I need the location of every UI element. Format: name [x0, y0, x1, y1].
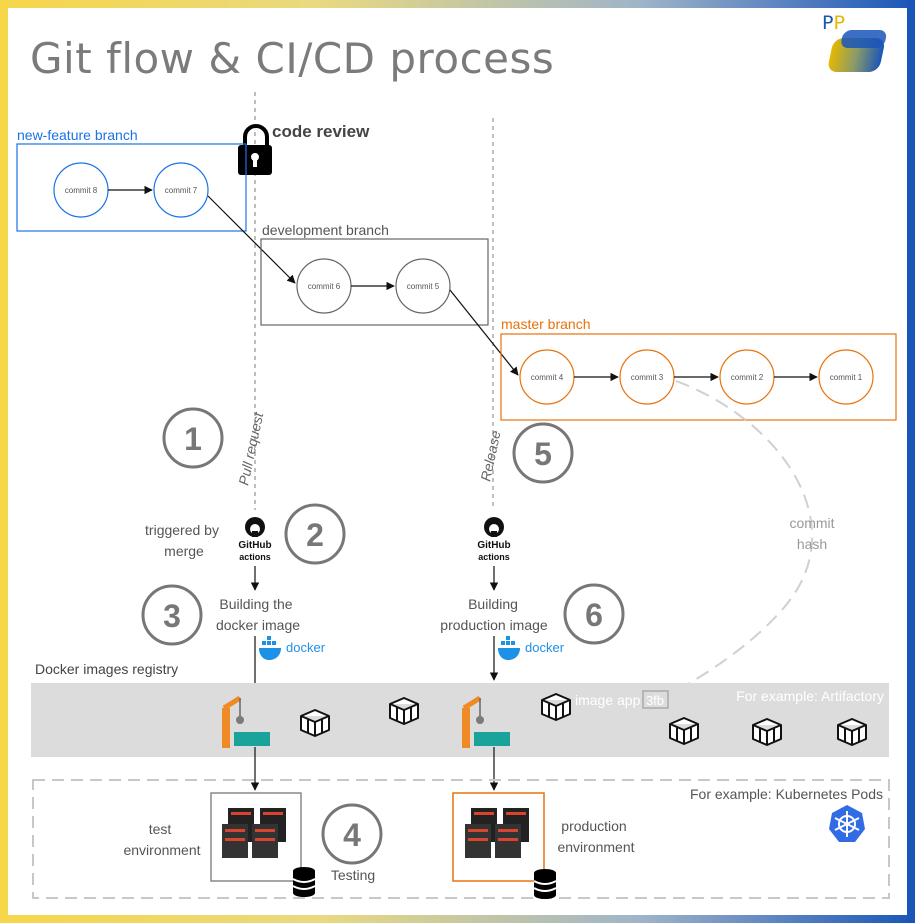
svg-text:1: 1 — [184, 421, 202, 457]
svg-text:3: 3 — [163, 598, 181, 634]
step-3-badge: 3 — [141, 584, 203, 646]
registry-band — [31, 683, 889, 757]
registry-label: Docker images registry — [35, 661, 178, 677]
image-app-label: image app — [575, 692, 641, 708]
svg-text:actions: actions — [478, 552, 510, 562]
image-hash-box — [642, 690, 669, 709]
testing-label: Testing — [331, 867, 375, 883]
svg-text:docker: docker — [286, 640, 326, 655]
commit-label: commit 4 — [531, 373, 564, 382]
github-actions-icon: GitHub actions — [238, 517, 272, 562]
build-prod-label: Building — [468, 596, 518, 612]
commit-hash-label: commit — [789, 515, 834, 531]
server-rack-icon — [222, 808, 286, 858]
crane-icon — [462, 695, 510, 748]
development-branch-label: development branch — [262, 222, 389, 238]
docker-logo-icon: docker — [498, 636, 565, 660]
prod-env-label: production — [561, 818, 626, 834]
commit-label: commit 8 — [65, 186, 98, 195]
commit-hash-label: hash — [797, 536, 827, 552]
step-2-badge: 2 — [284, 503, 346, 565]
commit-node — [153, 162, 209, 218]
logo-letter-1: P — [822, 12, 834, 34]
commit-label: commit 1 — [830, 373, 863, 382]
container-icon — [752, 718, 782, 746]
svg-text:GitHub: GitHub — [477, 540, 510, 551]
docker-logo-icon: docker — [259, 636, 326, 660]
master-branch-box — [500, 333, 897, 421]
logo-text: PP — [822, 12, 845, 34]
feature-branch-label: new-feature branch — [17, 127, 138, 143]
step-4-badge: 4 — [321, 803, 383, 865]
frame-top-border — [0, 0, 915, 8]
test-env-label: test — [149, 821, 172, 837]
kubernetes-icon — [829, 805, 865, 842]
prod-env-label: environment — [557, 839, 634, 855]
code-review-label: code review — [272, 122, 370, 141]
svg-text:4: 4 — [343, 817, 361, 853]
svg-text:6: 6 — [585, 597, 603, 633]
kubernetes-area — [32, 779, 890, 899]
commit-label: commit 3 — [631, 373, 664, 382]
database-icon — [292, 867, 316, 897]
logo-letter-2: P — [833, 12, 845, 34]
svg-text:2: 2 — [306, 517, 324, 553]
commit-node — [818, 349, 874, 405]
container-icon — [837, 718, 867, 746]
frame-left-border — [0, 0, 8, 923]
artifactory-label: For example: Artifactory — [736, 688, 884, 704]
server-rack-icon — [465, 808, 529, 858]
merge-arrow — [207, 195, 296, 284]
master-branch-label: master branch — [501, 316, 590, 332]
triggered-label: merge — [164, 543, 204, 559]
pull-request-label: Pull request — [235, 410, 266, 487]
container-icon — [389, 697, 419, 725]
commit-label: commit 7 — [165, 186, 198, 195]
commit-label: commit 2 — [731, 373, 764, 382]
development-branch-box — [260, 238, 489, 326]
step-1-badge: 1 — [162, 407, 224, 469]
frame-bottom-border — [0, 915, 915, 923]
commit-label: commit 5 — [407, 282, 440, 291]
github-actions-icon: GitHub actions — [477, 517, 511, 562]
build-prod-label: production image — [440, 617, 548, 633]
svg-text:actions: actions — [239, 552, 271, 562]
release-arrow — [449, 289, 519, 376]
image-hash-label: 3fb — [646, 693, 664, 708]
commit-node — [395, 258, 451, 314]
container-icon — [300, 709, 330, 737]
triggered-label: triggered by — [145, 522, 219, 538]
crane-icon — [222, 695, 270, 748]
page-title: Git flow & CI/CD process — [30, 34, 555, 83]
build-docker-label: docker image — [216, 617, 300, 633]
svg-text:GitHub: GitHub — [238, 540, 271, 551]
release-label: Release — [477, 429, 503, 483]
svg-text:5: 5 — [534, 436, 552, 472]
test-env-label: environment — [123, 842, 200, 858]
commit-label: commit 6 — [308, 282, 341, 291]
logo-icon — [828, 30, 887, 72]
commit-hash-curve — [662, 380, 814, 698]
kubernetes-label: For example: Kubernetes Pods — [690, 786, 883, 802]
frame-right-border — [907, 0, 915, 923]
feature-branch-box — [16, 143, 247, 232]
container-icon — [669, 717, 699, 745]
svg-text:docker: docker — [525, 640, 565, 655]
step-6-badge: 6 — [563, 583, 625, 645]
step-5-badge: 5 — [512, 422, 574, 484]
build-docker-label: Building the — [219, 596, 292, 612]
database-icon — [533, 869, 557, 899]
container-icon — [541, 693, 571, 721]
